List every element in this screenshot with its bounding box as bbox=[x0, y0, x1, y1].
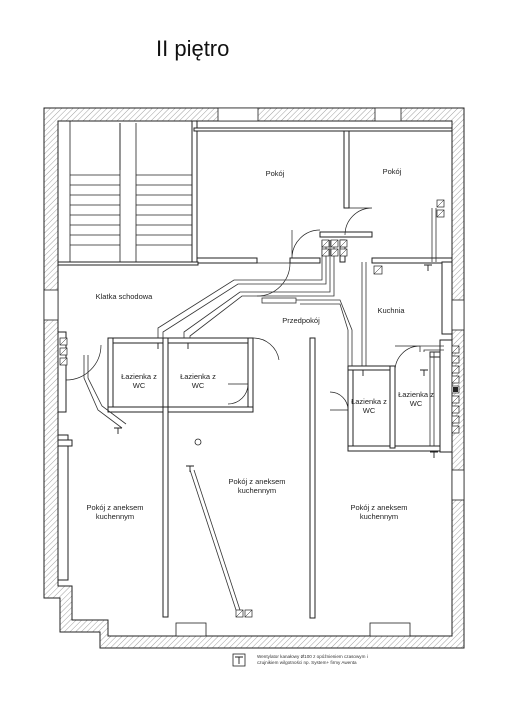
room-label-lazienka-4: Łazienka z WC bbox=[398, 390, 434, 409]
duct-shaft-diagonals bbox=[59, 199, 460, 618]
room-label-pokoj-aneks-1: Pokój z aneksem kuchennym bbox=[86, 503, 144, 522]
room-label-klatka: Klatka schodowa bbox=[95, 292, 153, 301]
ventilation-ducts bbox=[83, 208, 444, 611]
room-label-kuchnia: Kuchnia bbox=[377, 306, 405, 315]
room-label-pokoj-2: Pokój bbox=[382, 167, 402, 176]
room-label-pokoj-aneks-2: Pokój z aneksem kuchennym bbox=[228, 477, 286, 496]
room-label-lazienka-2: Łazienka z WC bbox=[180, 372, 216, 391]
room-label-pokoj-1: Pokój bbox=[265, 169, 285, 178]
windows bbox=[43, 107, 465, 637]
room-label-pokoj-aneks-3: Pokój z aneksem kuchennym bbox=[350, 503, 408, 522]
staircase bbox=[69, 120, 195, 264]
legend-text: Wentylator kanałowy Ø100 z opóźnieniem c… bbox=[257, 654, 368, 665]
exterior-wall bbox=[43, 107, 465, 649]
vent-circle-icon bbox=[194, 438, 202, 446]
page-title: II piętro bbox=[156, 36, 230, 61]
room-label-lazienka-3: Łazienka z WC bbox=[351, 397, 387, 416]
fan-icons bbox=[114, 264, 438, 472]
duct-shaft-filled bbox=[453, 387, 458, 392]
interior-walls bbox=[57, 120, 453, 619]
room-label-lazienka-1: Łazienka z WC bbox=[121, 372, 157, 391]
room-label-przedpokoj: Przedpokój bbox=[282, 316, 320, 325]
door-swings bbox=[65, 207, 421, 413]
legend-fan-icon bbox=[232, 653, 246, 667]
